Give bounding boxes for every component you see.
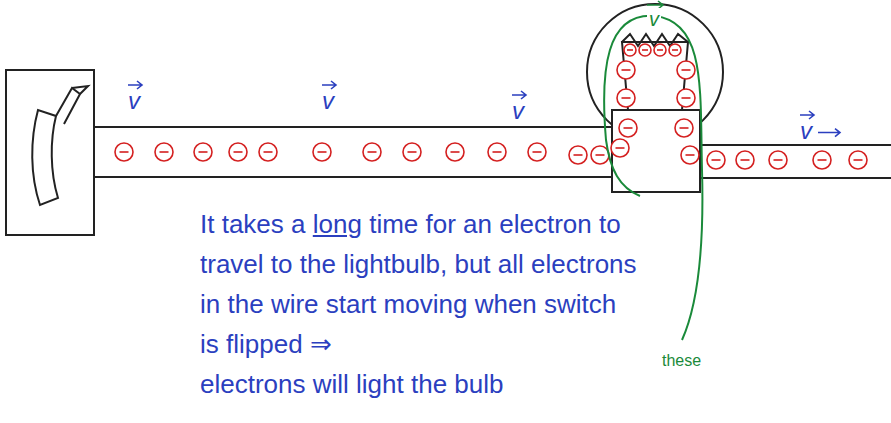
- electron: [194, 143, 212, 161]
- minus-sign: [264, 151, 273, 153]
- electron: [155, 143, 173, 161]
- electron: [675, 119, 693, 137]
- velocity-label: v: [800, 118, 812, 144]
- velocity-label: v: [322, 88, 334, 114]
- electron: [677, 89, 695, 107]
- minus-sign: [451, 151, 460, 153]
- velocity-arrows: [128, 1, 840, 137]
- electron: [849, 151, 867, 169]
- minus-sign: [642, 49, 648, 51]
- minus-sign: [574, 154, 583, 156]
- electron: [403, 143, 421, 161]
- electron: [446, 143, 464, 161]
- electron: [707, 151, 725, 169]
- minus-sign: [682, 69, 691, 71]
- minus-sign: [686, 154, 695, 156]
- wire: [94, 127, 891, 178]
- minus-sign: [160, 151, 169, 153]
- minus-sign: [627, 49, 633, 51]
- minus-sign: [622, 69, 631, 71]
- electron: [591, 146, 609, 164]
- electron: [669, 44, 681, 56]
- vector-arrow: [818, 129, 840, 137]
- electron: [115, 143, 133, 161]
- minus-sign: [854, 159, 863, 161]
- minus-sign: [741, 159, 750, 161]
- velocity-label: v: [128, 88, 140, 114]
- minus-sign: [234, 151, 243, 153]
- minus-sign: [622, 97, 631, 99]
- minus-sign: [368, 151, 377, 153]
- minus-sign: [712, 159, 721, 161]
- electron-symbols: [115, 44, 867, 169]
- leader-loop: [604, 16, 702, 340]
- electron: [611, 139, 629, 157]
- note-text: It takes a long time for an electron to …: [200, 204, 640, 364]
- electron: [259, 143, 277, 161]
- electron: [363, 143, 381, 161]
- minus-sign: [199, 151, 208, 153]
- electron: [813, 151, 831, 169]
- minus-sign: [533, 151, 542, 153]
- velocity-label: v: [647, 8, 661, 30]
- electron: [229, 143, 247, 161]
- minus-sign: [596, 154, 605, 156]
- minus-sign: [682, 97, 691, 99]
- electron: [639, 44, 651, 56]
- electron: [677, 61, 695, 79]
- minus-sign: [493, 151, 502, 153]
- minus-sign: [774, 159, 783, 161]
- electron: [624, 44, 636, 56]
- minus-sign: [680, 127, 689, 129]
- velocity-label: v: [512, 98, 524, 124]
- electron: [654, 44, 666, 56]
- minus-sign: [318, 151, 327, 153]
- minus-sign: [624, 127, 633, 129]
- minus-sign: [120, 151, 129, 153]
- electron: [769, 151, 787, 169]
- minus-sign: [672, 49, 678, 51]
- light-switch: [6, 70, 94, 235]
- underlined-word: long: [313, 209, 362, 239]
- minus-sign: [616, 147, 625, 149]
- electron: [528, 143, 546, 161]
- electron: [617, 89, 635, 107]
- minus-sign: [818, 159, 827, 161]
- electron: [569, 146, 587, 164]
- minus-sign: [657, 49, 663, 51]
- electron: [313, 143, 331, 161]
- note-text: electrons will light the bulb: [200, 364, 504, 404]
- electron: [681, 146, 699, 164]
- electron: [617, 61, 635, 79]
- leader-label: these: [662, 352, 701, 370]
- electron: [619, 119, 637, 137]
- minus-sign: [408, 151, 417, 153]
- electron: [736, 151, 754, 169]
- electron: [488, 143, 506, 161]
